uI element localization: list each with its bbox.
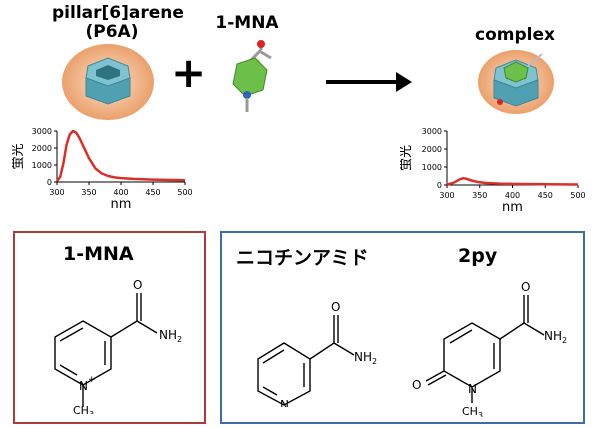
x-tick-label: 300: [49, 188, 64, 197]
y-axis-label: 蛍光: [12, 143, 26, 169]
2py-o-left: O: [412, 378, 421, 392]
series-line: [446, 176, 579, 186]
mna-ring: [232, 57, 268, 97]
x-tick-label: 350: [472, 191, 487, 200]
host-title: pillar[6]arene (P6A): [52, 3, 184, 42]
plus-sign: +: [171, 48, 207, 97]
y-tick-label: 0: [47, 178, 52, 187]
fluorescence-chart-after: 0 1000 2000 3000 300 350 400 450 500 nm 蛍光: [400, 127, 586, 215]
mna-illustration: [232, 40, 272, 112]
mna-panel: 1-MNA O NH2 N + CH3: [13, 231, 206, 424]
mna-n-label: N: [79, 379, 88, 393]
x-tick-label: 350: [81, 188, 96, 197]
y-tick-label: 0: [437, 181, 442, 190]
y-tick-label: 1000: [32, 161, 52, 170]
x-tick-label: 450: [145, 188, 160, 197]
mna-ch3-label: CH3: [73, 404, 94, 414]
y-axis-label: 蛍光: [400, 145, 414, 171]
x-axis-label: nm: [502, 200, 523, 215]
x-tick-label: 500: [177, 188, 192, 197]
nicotinamide-n: N: [280, 398, 289, 407]
mna-nh2-label: NH2: [159, 328, 182, 344]
host-title-line1: pillar[6]arene: [52, 3, 184, 23]
x-axis-label: nm: [111, 197, 132, 212]
y-tick-label: 3000: [32, 127, 52, 136]
product-title: complex: [475, 25, 555, 45]
y-tick-label: 2000: [422, 145, 442, 154]
x-tick-label: 300: [439, 191, 454, 200]
nicotinamide-nh2: NH2: [354, 350, 377, 366]
x-tick-label: 400: [113, 188, 128, 197]
nicotinamide-structure: O NH2 N: [257, 300, 377, 407]
2py-ch3: CH3: [462, 405, 483, 417]
complex-illustration: [478, 50, 554, 114]
2py-o-top: O: [521, 280, 530, 294]
y-tick-label: 2000: [32, 144, 52, 153]
x-tick-label: 400: [505, 191, 520, 200]
x-tick-label: 500: [570, 191, 585, 200]
pillararene-illustration: [62, 44, 154, 120]
nitrogen-atom: [243, 91, 251, 99]
y-tick-label: 1000: [422, 163, 442, 172]
host-ring-side: [85, 77, 131, 105]
complex-guest: [503, 61, 529, 83]
oxygen-atom: [257, 40, 265, 48]
host-ring-hole: [96, 65, 120, 80]
mna-o-label: O: [133, 278, 142, 292]
2py-title: 2py: [458, 245, 498, 267]
2py-n: N: [468, 382, 477, 396]
nicotinamide-title: ニコチンアミド: [236, 247, 369, 269]
nicotinamide-o: O: [331, 300, 340, 314]
x-tick-label: 450: [538, 191, 553, 200]
2py-nh2: NH2: [544, 329, 567, 345]
nicotinamide-panel: ニコチンアミド 2py O NH2 N O N: [220, 231, 585, 424]
host-title-line2: (P6A): [85, 22, 139, 42]
2py-structure: O NH2 O N CH3: [412, 280, 567, 417]
mna-panel-title: 1-MNA: [63, 243, 134, 265]
guest-title: 1-MNA: [215, 13, 279, 33]
mna-structure: O NH2 N + CH3: [54, 278, 182, 414]
fluorescence-chart-before: 0 1000 2000 3000 300 350 400 450 500 nm 蛍光: [12, 127, 193, 212]
reaction-arrow: [326, 72, 412, 92]
mna-charge: +: [88, 375, 96, 385]
series-line: [56, 129, 186, 182]
y-tick-label: 3000: [422, 127, 442, 136]
